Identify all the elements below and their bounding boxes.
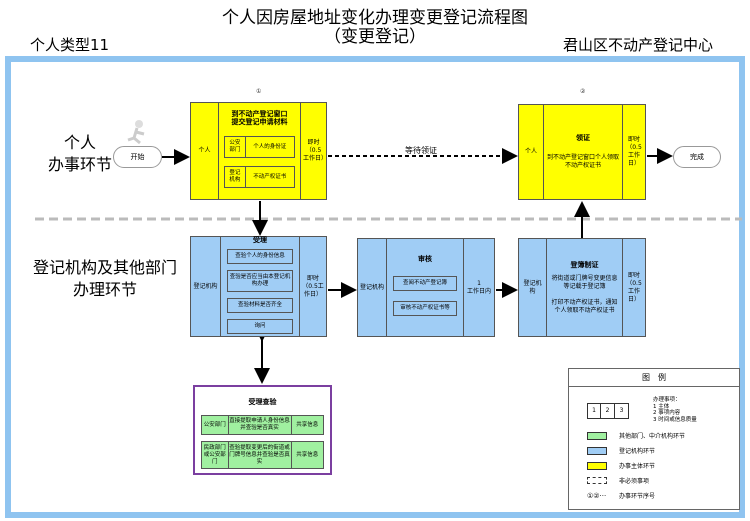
department: 公安部门 — [202, 416, 229, 434]
step2-content: 领证 到不动产登记窗口个人领取不动产权证书 — [544, 105, 623, 199]
review-content: 审核 查阅不动产登记簿 审核不动产权证书等 — [387, 239, 464, 336]
material-row: 公安部门个人的身份证 — [224, 136, 295, 158]
legend-item-green: 其他部门、中介机构环节 — [587, 431, 685, 440]
diagram-frame — [5, 56, 745, 518]
runner-icon — [127, 120, 145, 145]
sequence-symbol: ①②··· — [587, 491, 607, 500]
legend-cells: 1 2 3 — [587, 403, 629, 419]
check-row: 公安部门 直接提取申请人身份信息并查验是否真实 共享信息 — [201, 415, 324, 435]
accept-content: 受理 查验个人的身份信息 查验是否应当由本登记机构办理 查验材料是否齐全 询问 — [221, 236, 300, 336]
legend-label: 其他部门、中介机构环节 — [619, 433, 686, 440]
check-item: 审核不动产权证书等 — [392, 300, 458, 316]
step-number: ② — [580, 88, 586, 95]
lane-label-agency: 登记机构及其他部门 办理环节 — [25, 257, 185, 301]
accept-box: 登记机构 受理 查验个人的身份信息 查验是否应当由本登记机构办理 查验材料是否齐… — [190, 236, 327, 337]
yellow-swatch — [587, 461, 607, 470]
legend-item-seq: ①②··· 办事环节序号 — [587, 491, 656, 501]
time: 即时（0.5工作日） — [626, 136, 642, 167]
step-title: 登簿制证 — [570, 260, 599, 269]
legend-title: 图 例 — [569, 369, 739, 387]
material: 不动产权证书 — [253, 173, 287, 180]
legend-cell: 2 — [601, 403, 615, 419]
legend-label: 办事环节序号 — [619, 493, 656, 500]
legend-item-yellow: 办事主体环节 — [587, 461, 655, 470]
time-line: 工作日内 — [466, 287, 491, 295]
department: 民政部门或公安部门 — [202, 442, 229, 468]
note-line: 1 主体 — [653, 403, 670, 410]
diagram-subtitle: （变更登记） — [324, 27, 426, 47]
check-item: 查验材料是否齐全 — [226, 298, 294, 313]
check-content: 直接提取申请人身份信息并查验是否真实 — [229, 416, 292, 434]
blue-swatch — [587, 446, 607, 455]
time-line: 1 — [477, 279, 481, 287]
step1-box: 个人 到不动产登记窗口提交登记申请材料 公安部门个人的身份证 登记机构不动产权证… — [190, 102, 327, 200]
actor: 个人 — [519, 105, 544, 199]
material-row: 登记机构不动产权证书 — [224, 166, 295, 188]
lane-label-line: 办事环节 — [47, 155, 112, 174]
time: 即时（0.5工作日） — [626, 271, 642, 303]
step-desc: 到不动产登记窗口个人领取不动产权证书 — [546, 154, 619, 169]
dashed-swatch — [587, 477, 607, 484]
legend-item-blue: 登记机构环节 — [587, 446, 655, 455]
check-content: 查验提取变更后的街道或门牌号信息并查验是否真实 — [229, 442, 292, 468]
lane-label-line: 个人 — [63, 133, 96, 152]
register-box: 登记机构 登簿制证 将街道或门牌号变更信息等记载于登记簿 打印不动产权证书，通知… — [518, 238, 646, 337]
legend-item-dashed: 非必须事项 — [587, 476, 649, 485]
register-content: 登簿制证 将街道或门牌号变更信息等记载于登记簿 打印不动产权证书，通知个人领取不… — [547, 239, 623, 336]
issuer: 公安部门 — [225, 137, 246, 157]
legend-label: 办事主体环节 — [619, 463, 656, 470]
note-line: 办理事项： — [653, 397, 681, 403]
step-number: ① — [256, 88, 262, 95]
share-method: 共享信息 — [296, 451, 319, 458]
step-desc: 打印不动产权证书，通知个人领取不动产权证书 — [551, 298, 618, 314]
header-left: 个人类型11 — [30, 36, 110, 54]
check-item: 查验是否应当由本登记机构办理 — [226, 270, 294, 292]
step2-box: 个人 领证 到不动产登记窗口个人领取不动产权证书 即时（0.5工作日） — [518, 104, 646, 200]
check-item: 查验个人的身份信息 — [226, 249, 294, 264]
share-method: 共享信息 — [296, 421, 319, 428]
material: 个人的身份证 — [253, 143, 287, 150]
check-item: 询问 — [226, 319, 294, 334]
check-row: 民政部门或公安部门 查验提取变更后的街道或门牌号信息并查验是否真实 共享信息 — [201, 441, 324, 469]
step-title: 到不动产登记窗口提交登记申请材料 — [232, 110, 288, 126]
step-title: 审核 — [418, 254, 432, 263]
note-line: 2 事项内容 — [653, 410, 681, 416]
start-node: 开始 — [113, 146, 162, 168]
legend-label: 登记机构环节 — [619, 448, 656, 455]
check-title: 受理查验 — [248, 398, 277, 406]
lane-label-line: 登记机构及其他部门 — [32, 258, 177, 277]
legend: 图 例 1 2 3 办理事项： 1 主体 2 事项内容 3 时间或信息质量 其他… — [568, 368, 740, 510]
time: 即时（0.5工作日） — [303, 139, 328, 162]
legend-label: 非必须事项 — [619, 478, 650, 485]
lane-label-line: 办理环节 — [72, 280, 137, 299]
legend-note: 办理事项： 1 主体 2 事项内容 3 时间或信息质量 — [653, 397, 697, 423]
check-item: 查阅不动产登记簿 — [392, 275, 458, 291]
end-node: 完成 — [673, 146, 721, 168]
check-box: 受理查验 公安部门 直接提取申请人身份信息并查验是否真实 共享信息 民政部门或公… — [193, 385, 332, 475]
actor: 登记机构 — [191, 237, 221, 336]
step-title: 受理 — [253, 236, 267, 244]
actor: 登记机构 — [519, 239, 547, 336]
time: 即时（0.5工作日） — [302, 274, 324, 298]
note-line: 3 时间或信息质量 — [653, 416, 697, 423]
title-line: 提交登记申请材料 — [231, 118, 288, 126]
actor: 登记机构 — [358, 239, 387, 336]
lane-label-personal: 个人 办事环节 — [45, 132, 115, 176]
title-line: 到不动产登记窗口 — [231, 110, 288, 118]
legend-cell: 3 — [615, 403, 629, 419]
step1-content: 到不动产登记窗口提交登记申请材料 公安部门个人的身份证 登记机构不动产权证书 — [219, 103, 301, 199]
wait-label: 等待领证 — [405, 146, 437, 155]
green-swatch — [587, 431, 607, 440]
header-right: 君山区不动产登记中心 — [563, 36, 714, 54]
step-desc: 将街道或门牌号变更信息等记载于登记簿 — [551, 274, 618, 290]
legend-cell: 1 — [587, 403, 601, 419]
issuer: 登记机构 — [225, 167, 246, 187]
step-title: 领证 — [576, 134, 590, 142]
diagram-title: 个人因房屋地址变化办理变更登记流程图 — [222, 8, 528, 28]
actor: 个人 — [191, 103, 219, 199]
